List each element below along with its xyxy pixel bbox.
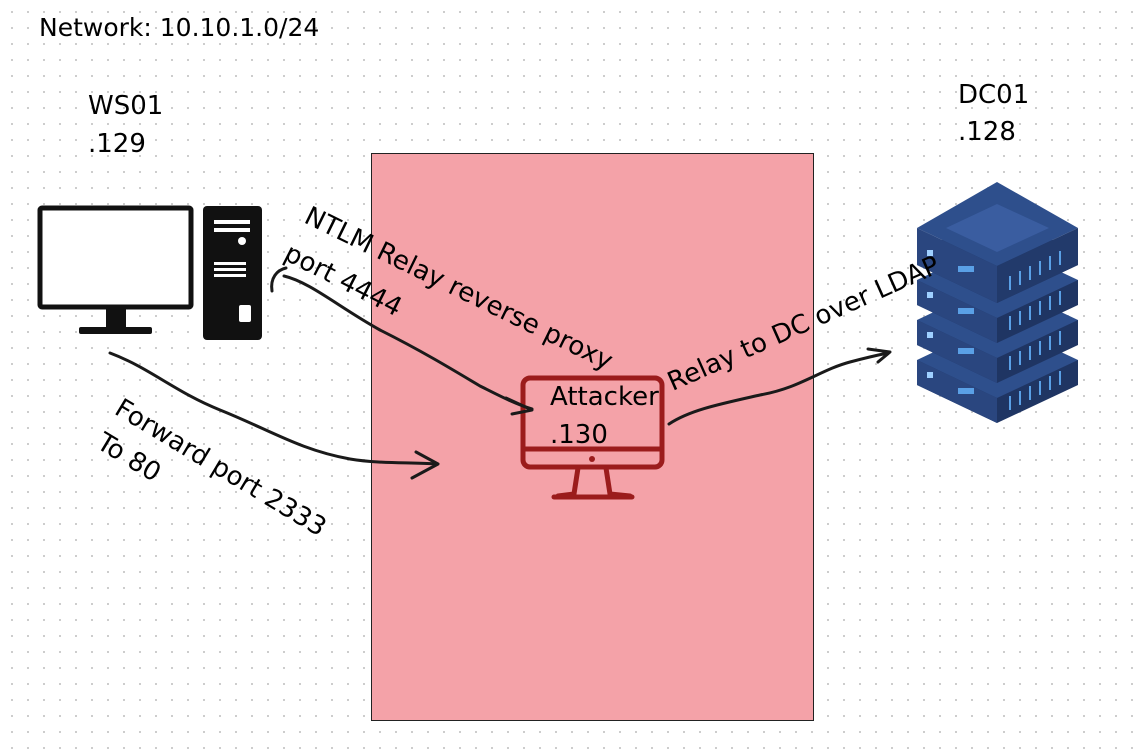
- dc01-ip: .128: [958, 117, 1016, 147]
- ws01-name: WS01: [88, 91, 164, 121]
- forward-port-arrow: [108, 351, 438, 466]
- attacker-zone: [371, 153, 814, 721]
- dc01-name: DC01: [958, 80, 1030, 110]
- ntlm-relay-tail: [270, 266, 288, 293]
- attacker-ip: .130: [550, 420, 608, 450]
- server-stack-icon: [917, 182, 1078, 423]
- network-label: Network: 10.10.1.0/24: [39, 13, 320, 42]
- desktop-computer-icon: [37, 205, 194, 334]
- ws01-ip: .129: [88, 129, 146, 159]
- ntlm-relay-arrowhead: [504, 396, 534, 416]
- workstation-icon-group: [37, 205, 262, 340]
- ntlm-relay-arrow: [282, 274, 534, 411]
- forward-port-arrowhead: [410, 450, 440, 480]
- attacker-name: Attacker: [550, 382, 659, 412]
- monitor-icon: [520, 375, 665, 500]
- ldap-relay-arrowhead: [866, 347, 892, 364]
- ldap-relay-arrow: [667, 351, 890, 426]
- pc-tower-icon: [203, 206, 262, 340]
